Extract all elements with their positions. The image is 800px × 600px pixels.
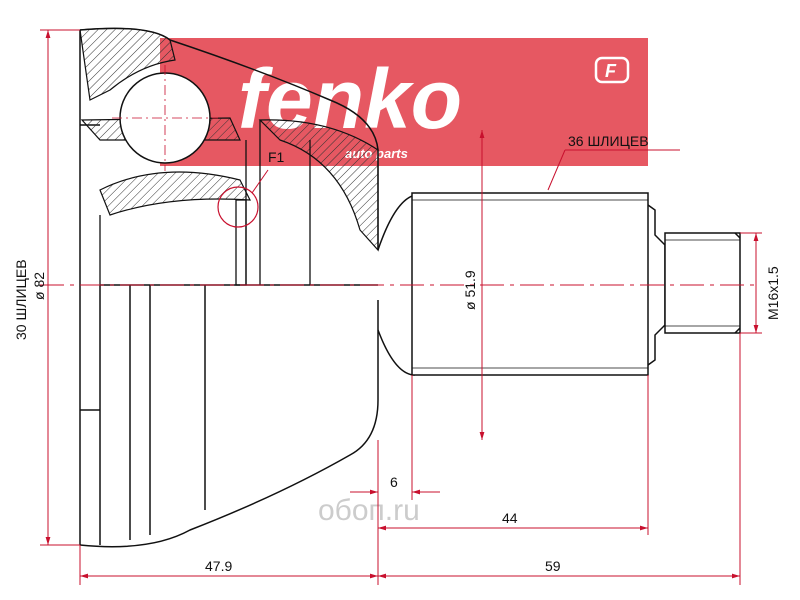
watermark-text: oбоп.ru <box>318 494 420 527</box>
logo-background <box>160 38 648 166</box>
label-diameter-outer: ø 82 <box>31 272 47 300</box>
label-dim-6: 6 <box>390 474 398 490</box>
brand-logo: fenko auto parts F <box>160 38 648 166</box>
detail-leader <box>251 169 269 194</box>
section-hatch <box>79 27 379 252</box>
label-dim-44: 44 <box>502 510 518 526</box>
thread-chamfer-bottom <box>734 327 741 334</box>
dimension-lines <box>40 29 762 585</box>
threaded-end <box>664 232 741 334</box>
label-diameter-shaft: ø 51.9 <box>462 270 478 310</box>
label-dim-47-9: 47.9 <box>205 558 232 574</box>
watermark: oбоп.ru <box>318 494 420 527</box>
thread-chamfer-top <box>734 232 741 239</box>
shaft-neck-bottom <box>377 329 416 376</box>
hatch-middle <box>99 171 252 216</box>
label-splines-inner: 30 ШЛИЦЕВ <box>13 259 29 340</box>
detail-label: F1 <box>268 149 285 165</box>
inner-race <box>99 120 311 286</box>
label-dim-59: 59 <box>545 558 561 574</box>
ball <box>112 65 218 171</box>
spline-leader <box>547 149 566 191</box>
logo-badge-frame <box>594 56 630 84</box>
detail-circle <box>217 186 259 228</box>
dimension-labels: 30 ШЛИЦЕВ ø 82 ø 51.9 M16x1.5 36 ШЛИЦЕВ … <box>13 133 781 574</box>
shaft <box>377 192 741 376</box>
hatch-right <box>258 119 379 252</box>
detail-f1: F1 <box>217 149 285 228</box>
retaining-ring <box>235 199 247 286</box>
label-splines-outer: 36 ШЛИЦЕВ <box>568 133 649 149</box>
splined-section <box>411 192 649 376</box>
hatch-top <box>79 27 176 101</box>
logo-badge: F <box>605 61 617 81</box>
label-thread: M16x1.5 <box>765 266 781 320</box>
shaft-neck-top <box>377 194 416 251</box>
housing-bottom-curve <box>79 300 379 548</box>
